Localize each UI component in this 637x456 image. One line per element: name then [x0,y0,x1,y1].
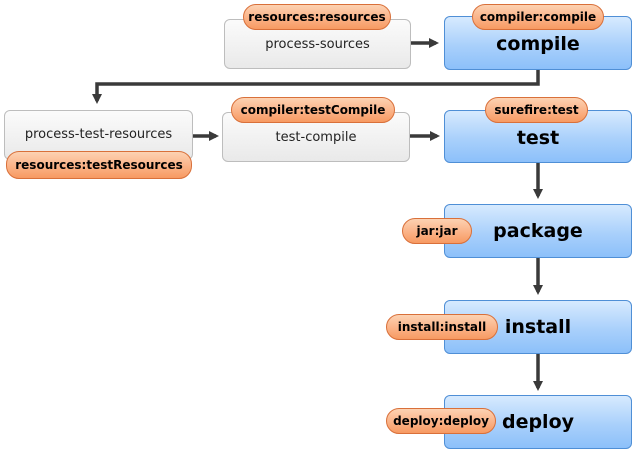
goal-resources-testResources: resources:testResources [6,151,192,179]
goal-compiler-testCompile: compiler:testCompile [231,97,395,123]
phase-compile-label: compile [496,33,580,55]
arrow-compile-to-process-test-resources [92,70,540,104]
goal-resources-resources: resources:resources [243,4,391,30]
phase-test-compile-label: test-compile [275,129,357,145]
goal-install-install: install:install [386,314,498,340]
goal-compiler-compile: compiler:compile [472,4,604,30]
goal-jar-jar: jar:jar [402,218,472,244]
phase-process-sources-label: process-sources [265,36,370,52]
phase-process-test-resources-label: process-test-resources [24,126,173,142]
phase-install-label: install [504,316,572,338]
goal-surefire-test: surefire:test [485,97,588,123]
goal-deploy-deploy: deploy:deploy [386,408,496,434]
phase-package: package [444,204,632,258]
phase-test-label: test [516,126,560,149]
phase-deploy-label: deploy [501,411,575,433]
phase-package-label: package [493,220,583,242]
